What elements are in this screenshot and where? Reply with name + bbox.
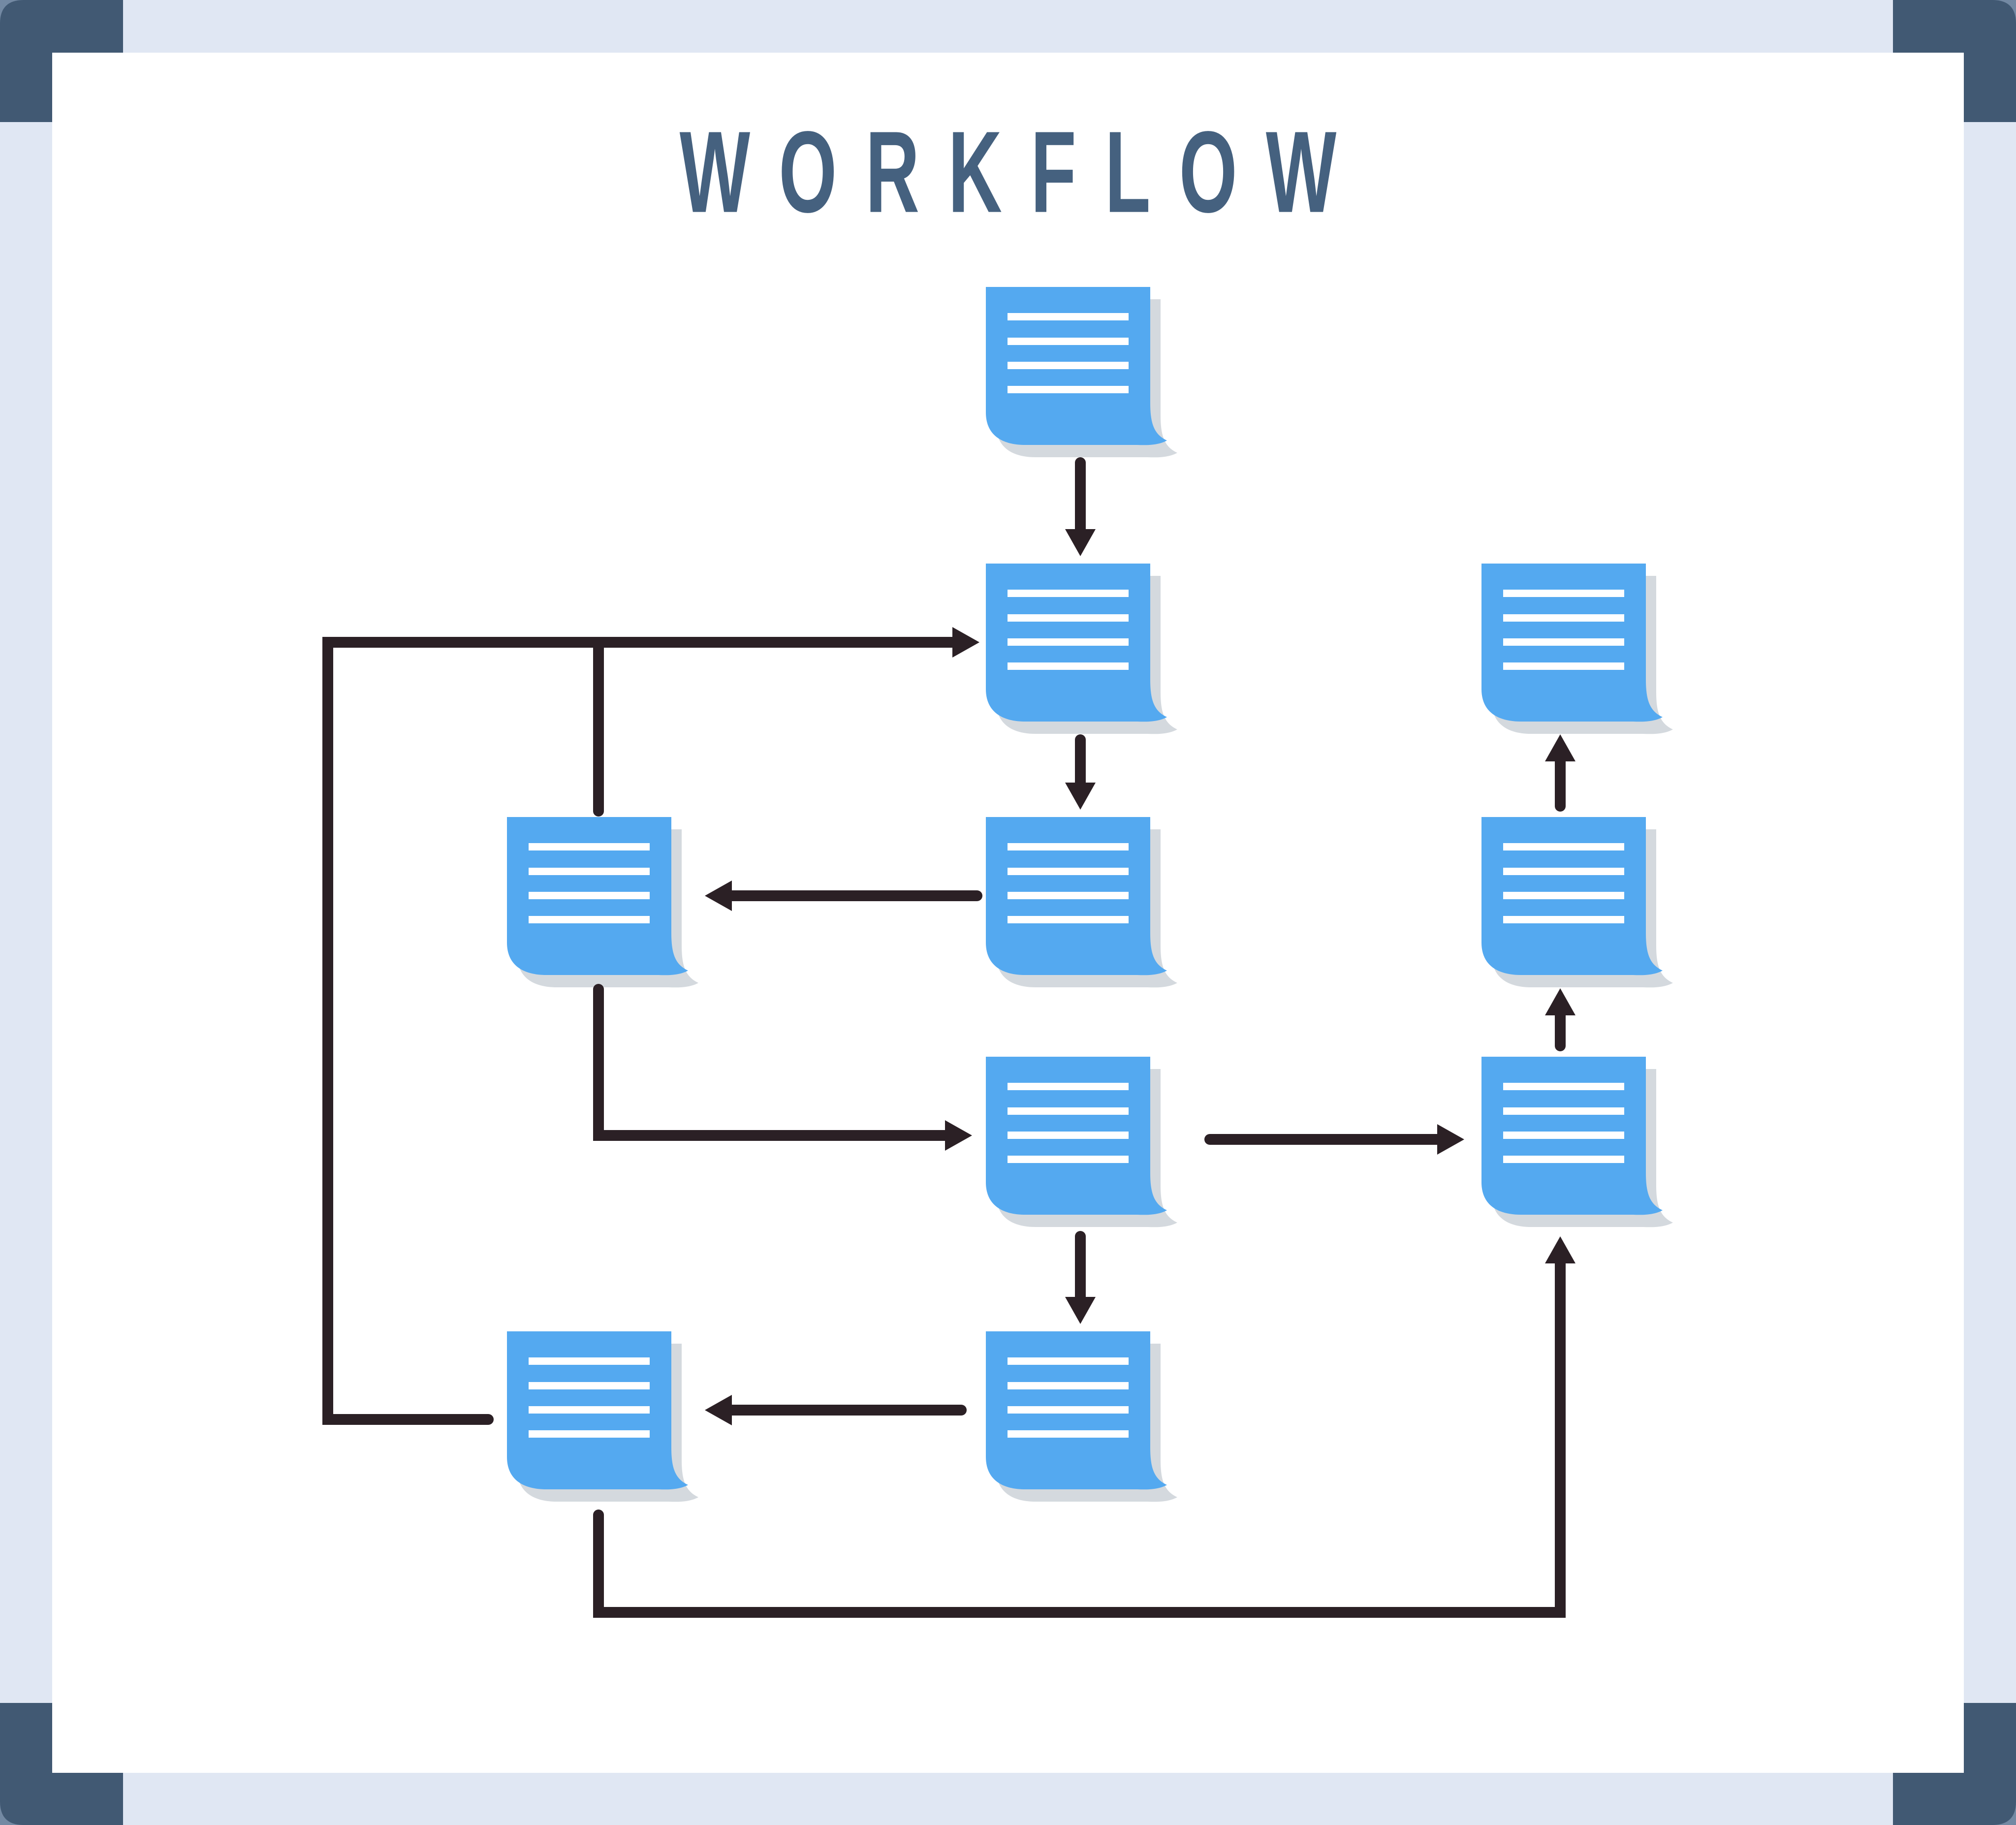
arrow-step4-to-step5 xyxy=(1065,1231,1096,1324)
note-text-line xyxy=(1503,1132,1624,1139)
note-text-line xyxy=(1008,868,1129,875)
note-text-line xyxy=(529,892,650,899)
arrowhead-icon xyxy=(952,627,979,658)
note-text-line xyxy=(1503,843,1624,850)
note-text-line xyxy=(529,1406,650,1414)
flow-line xyxy=(593,1258,1566,1618)
arrowhead-icon xyxy=(705,881,732,911)
arrow-step5-to-leftbottom xyxy=(705,1395,967,1425)
arrow-rightbottom-to-mid xyxy=(1545,988,1575,1051)
note-text-line xyxy=(1503,1156,1624,1163)
arrowhead-icon xyxy=(1065,783,1096,810)
note-text-line xyxy=(529,843,650,850)
note-text-line xyxy=(1008,916,1129,923)
note-text-line xyxy=(1008,892,1129,899)
arrowhead-icon xyxy=(1545,734,1575,761)
flow-line xyxy=(322,637,958,1425)
note-text-line xyxy=(1008,1382,1129,1389)
note-text-line xyxy=(1008,1132,1129,1139)
note-right-bottom xyxy=(1481,1057,1673,1227)
arrow-rightmid-to-top xyxy=(1545,734,1575,812)
arrow-left-to-step4 xyxy=(593,984,972,1151)
note-step-2 xyxy=(986,564,1177,734)
arrowhead-icon xyxy=(1545,988,1575,1015)
note-text-line xyxy=(529,916,650,923)
arrowhead-icon xyxy=(1065,529,1096,556)
note-right-top xyxy=(1481,564,1673,734)
note-text-line xyxy=(1008,1107,1129,1115)
note-text-line xyxy=(529,1430,650,1438)
note-text-line xyxy=(1008,590,1129,597)
note-text-line xyxy=(1008,1430,1129,1438)
note-text-line xyxy=(1008,843,1129,850)
note-text-line xyxy=(1008,662,1129,670)
note-text-line xyxy=(1503,662,1624,670)
arrowhead-icon xyxy=(1065,1297,1096,1324)
note-left-bottom xyxy=(507,1331,698,1502)
corner-bracket-icon xyxy=(1893,1703,2016,1825)
note-text-line xyxy=(1008,1156,1129,1163)
note-text-line xyxy=(1008,1357,1129,1365)
arrow-start-to-step2 xyxy=(1065,457,1096,556)
arrowhead-icon xyxy=(1437,1124,1464,1155)
note-text-line xyxy=(1008,1083,1129,1090)
note-text-line xyxy=(1008,614,1129,622)
arrow-step2-to-step3 xyxy=(1065,734,1096,810)
corner-top-right xyxy=(1893,0,2016,122)
note-text-line xyxy=(1008,1406,1129,1414)
arrow-bottom-loop xyxy=(593,1236,1575,1618)
note-left-middle xyxy=(507,817,698,988)
note-text-line xyxy=(1503,590,1624,597)
page-title: WORKFLOW xyxy=(679,107,1365,237)
corner-bracket-icon xyxy=(1893,0,2016,122)
note-text-line xyxy=(1503,1107,1624,1115)
corner-bottom-right xyxy=(1893,1703,2016,1825)
note-step-4 xyxy=(986,1057,1177,1227)
note-text-line xyxy=(1503,638,1624,646)
note-text-line xyxy=(1503,868,1624,875)
arrowhead-icon xyxy=(945,1120,972,1151)
arrow-loop-to-step2 xyxy=(322,627,979,1425)
note-step-5 xyxy=(986,1331,1177,1502)
corner-bracket-icon xyxy=(0,0,123,122)
note-text-line xyxy=(1503,916,1624,923)
arrow-step3-to-left xyxy=(705,881,982,911)
corner-bottom-left xyxy=(0,1703,123,1825)
corner-bracket-icon xyxy=(0,1703,123,1825)
note-text-line xyxy=(529,1357,650,1365)
note-text-line xyxy=(529,868,650,875)
note-text-line xyxy=(1008,313,1129,320)
note-text-line xyxy=(1008,386,1129,393)
arrowhead-icon xyxy=(1545,1236,1575,1263)
note-right-middle xyxy=(1481,817,1673,988)
note-text-line xyxy=(1503,1083,1624,1090)
arrowhead-icon xyxy=(705,1395,732,1425)
note-text-line xyxy=(529,1382,650,1389)
note-text-line xyxy=(1008,362,1129,369)
arrow-step4-to-right xyxy=(1204,1124,1464,1155)
note-text-line xyxy=(1503,892,1624,899)
note-step-3 xyxy=(986,817,1177,988)
flow-line xyxy=(593,984,950,1141)
note-start xyxy=(986,287,1177,458)
note-text-line xyxy=(1503,614,1624,622)
note-text-line xyxy=(1008,338,1129,345)
note-text-line xyxy=(1008,638,1129,646)
corner-top-left xyxy=(0,0,123,122)
